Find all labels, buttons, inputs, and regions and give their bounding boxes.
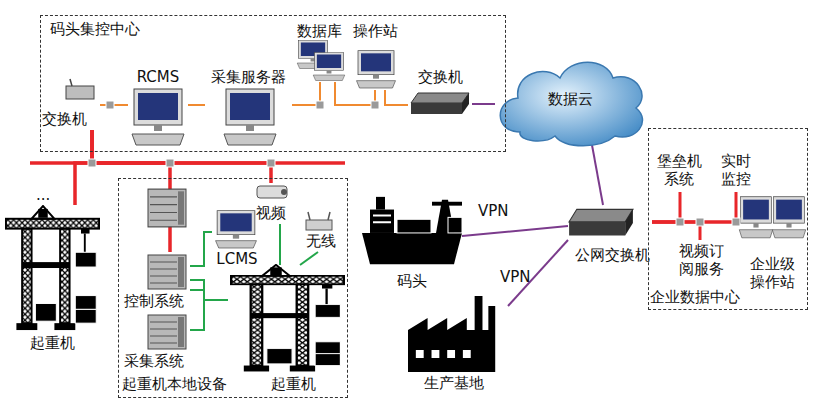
computer-icon [132, 89, 184, 145]
group-title: 起重机本地设备 [122, 375, 242, 393]
computer-icon [216, 211, 257, 248]
group-title: 企业数据中心 [650, 288, 760, 306]
group-box: 码头集控中心数据库操作站RCMS采集服务器交换机交换机 [40, 15, 506, 152]
group-box: 企业数据中心 堡垒机系统实时监控视频订阅服务企业级操作站 [648, 128, 808, 310]
cloud-node: 数据云 [495, 58, 645, 145]
wireless-node: 无线 [300, 215, 342, 252]
computer-icon [739, 197, 772, 238]
connector-line [300, 252, 318, 265]
crane-illustration [231, 265, 344, 372]
node-label: 视频 [250, 204, 292, 222]
camera-lens [281, 189, 287, 195]
crane-node: 起重机 [5, 205, 100, 355]
database-icon [313, 53, 345, 81]
service-node: 实时监控 [716, 150, 756, 192]
node-label: 生产基地 [400, 374, 508, 392]
switch-node: 交换机 [408, 68, 472, 118]
camera-node: 视频 [250, 183, 292, 224]
node-label: RCMS [128, 68, 188, 86]
service-node: 堡垒机系统 [652, 150, 706, 192]
node-label: 无线 [300, 232, 342, 250]
node-label: 控制系统 [118, 292, 190, 310]
connector-line [462, 226, 568, 236]
junction [371, 101, 379, 109]
terminal-node: 码头 [362, 190, 462, 292]
connector-line [188, 104, 205, 106]
camera-body [257, 186, 287, 198]
group-title: 码头集控中心 [50, 20, 170, 38]
node-label: 视频订阅服务 [676, 242, 726, 278]
connector-line [592, 145, 603, 205]
rack-icon [148, 189, 186, 227]
workstation-node: LCMS [212, 208, 262, 270]
node-label: 实时监控 [716, 152, 756, 188]
crane-node: 起重机 [228, 265, 345, 396]
computer-icon [224, 89, 276, 145]
junction [732, 218, 740, 226]
switch-icon [569, 209, 633, 235]
computer-icon [772, 197, 805, 238]
computer-icon [357, 51, 396, 88]
junction [88, 159, 96, 167]
node-label: 数据云 [520, 90, 620, 108]
workstation-node: 操作站 [350, 22, 400, 90]
node-label: 交换机 [42, 110, 98, 128]
junction [316, 101, 324, 109]
node-label: 数据库 [290, 22, 348, 40]
rack-icon [148, 315, 186, 349]
group-box: 起重机本地设备 LCMS 视频无线控制系统采集系统起重机 [118, 178, 348, 398]
field-bus [30, 161, 345, 165]
node-label: 采集服务器 [205, 68, 292, 86]
connector-line [190, 280, 204, 330]
connector-line [472, 103, 495, 105]
bus-junctions [88, 101, 740, 226]
edge-label: VPN [500, 268, 531, 286]
connector-line [190, 232, 212, 266]
junction [676, 218, 684, 226]
switch-node: 交换机 [42, 80, 100, 130]
junction [267, 159, 275, 167]
workstation-node: 企业级操作站 [738, 193, 806, 295]
switch-node: 公网交换机 [568, 205, 652, 267]
edge-label: VPN [478, 202, 509, 220]
factory-node: 生产基地 [400, 288, 508, 395]
junction [166, 159, 174, 167]
node-label: 码头 [362, 272, 462, 290]
node-label: 交换机 [408, 68, 472, 86]
service-node: 视频订阅服务 [676, 240, 726, 282]
rack-node: 控制系统 [118, 252, 190, 312]
connector-line [652, 221, 738, 224]
database-node: 数据库 [290, 22, 348, 82]
node-label: 采集系统 [118, 352, 190, 370]
crane-illustration [6, 206, 99, 330]
wireless-antenna [308, 212, 330, 220]
antenna [70, 79, 72, 86]
server-node: 采集服务器 [205, 68, 292, 150]
note-label: ... [36, 186, 50, 204]
node-label: 堡垒机系统 [652, 152, 706, 188]
node-label: 公网交换机 [572, 246, 652, 264]
node-label: 操作站 [350, 22, 400, 40]
small-switch [66, 86, 94, 99]
data-cloud [500, 62, 642, 146]
server-node: RCMS [128, 68, 188, 150]
connector-line [652, 192, 736, 222]
connector-line [279, 224, 281, 265]
node-label: LCMS [212, 250, 262, 268]
junction [106, 101, 114, 109]
connector-line [385, 90, 408, 105]
rack-icon [148, 255, 186, 289]
ship-illustration [362, 197, 462, 264]
node-label: 起重机 [5, 334, 100, 352]
junction [696, 218, 704, 226]
switch-icon [411, 93, 469, 114]
rack-node: 采集系统 [118, 313, 190, 371]
factory-illustration [408, 296, 495, 372]
node-label: 企业级操作站 [747, 255, 797, 291]
wireless-router [306, 220, 332, 230]
node-label: 起重机 [258, 375, 328, 393]
connector-line [190, 290, 228, 300]
